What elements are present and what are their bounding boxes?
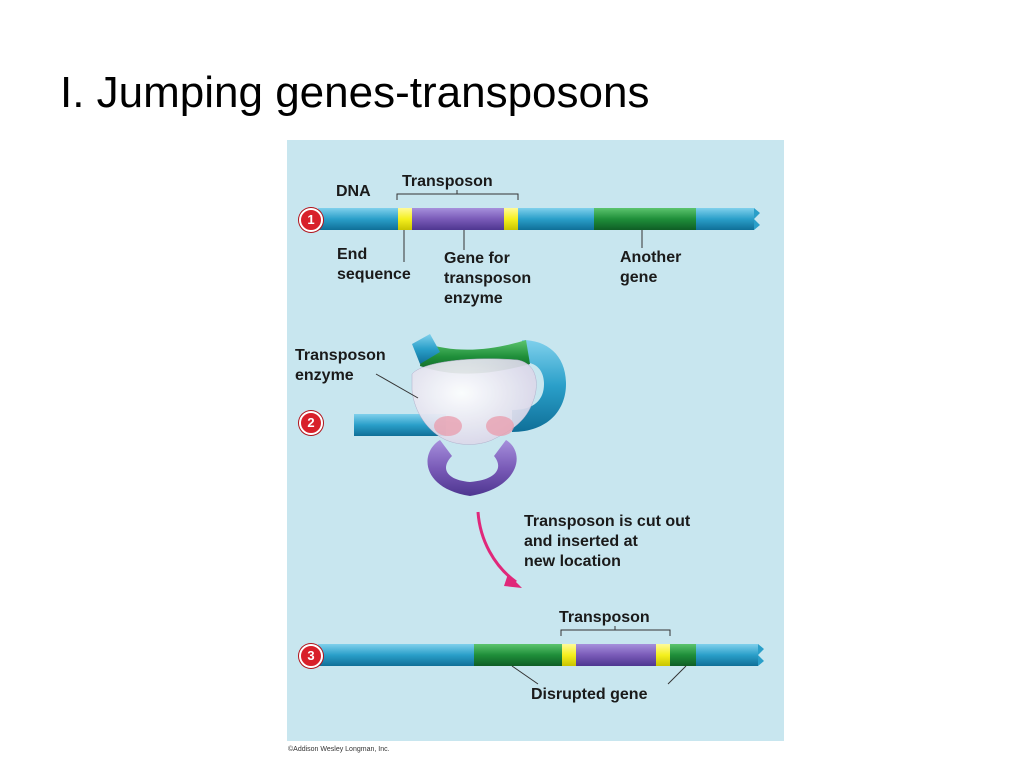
dna-segment [318, 208, 398, 230]
step-badge-3: 3 [299, 644, 323, 668]
end-sequence-right [504, 208, 518, 230]
label-transposon-bottom: Transposon [559, 609, 650, 626]
disrupted-gene-left [474, 644, 562, 666]
end-sequence-right [656, 644, 670, 666]
dna-segment [318, 644, 474, 666]
label-dna: DNA [336, 183, 371, 200]
transposon-segment [576, 644, 656, 666]
step-badge-2: 2 [299, 411, 323, 435]
disrupted-gene-right [670, 644, 696, 666]
enzyme-leader [375, 373, 419, 399]
strand-end [754, 208, 760, 230]
strand-end [758, 644, 764, 666]
figure-panel [287, 140, 784, 741]
transposon-gene-segment [412, 208, 504, 230]
label-disrupted-gene: Disrupted gene [531, 686, 648, 703]
slide-title: I. Jumping genes-transposons [60, 68, 650, 117]
dna-segment [518, 208, 594, 230]
arrow-head [504, 574, 522, 588]
copyright-notice: ©Addison Wesley Longman, Inc. [288, 746, 390, 753]
label-cut-out-note: Transposon is cut out and inserted at ne… [524, 513, 691, 570]
end-sequence-left [398, 208, 412, 230]
enzyme-contact-left [434, 416, 462, 436]
label-gene-for-enzyme: Gene for transposon enzyme [444, 250, 532, 307]
dna-strand-step3 [318, 644, 764, 666]
end-sequence-left [562, 644, 576, 666]
step-badge-1: 1 [299, 208, 323, 232]
dna-segment [696, 644, 758, 666]
transposon-bracket-bottom [560, 629, 671, 636]
label-another-gene: Another gene [620, 249, 682, 286]
disrupted-leader-right [667, 665, 687, 685]
enzyme-contact-right [486, 416, 514, 436]
label-transposon-top: Transposon [402, 173, 493, 190]
label-transposon-enzyme: Transposon enzyme [295, 347, 386, 384]
disrupted-leader-left [511, 665, 539, 685]
transposon-loop [427, 440, 517, 496]
label-end-sequence: End sequence [337, 246, 411, 283]
dna-top-end [412, 334, 440, 364]
arrow-shaft [476, 511, 517, 584]
dna-strand-step1 [318, 208, 760, 230]
dna-loop-step2 [354, 334, 566, 496]
transposon-bracket-top [396, 193, 519, 200]
dna-segment [696, 208, 754, 230]
another-gene-segment [594, 208, 696, 230]
